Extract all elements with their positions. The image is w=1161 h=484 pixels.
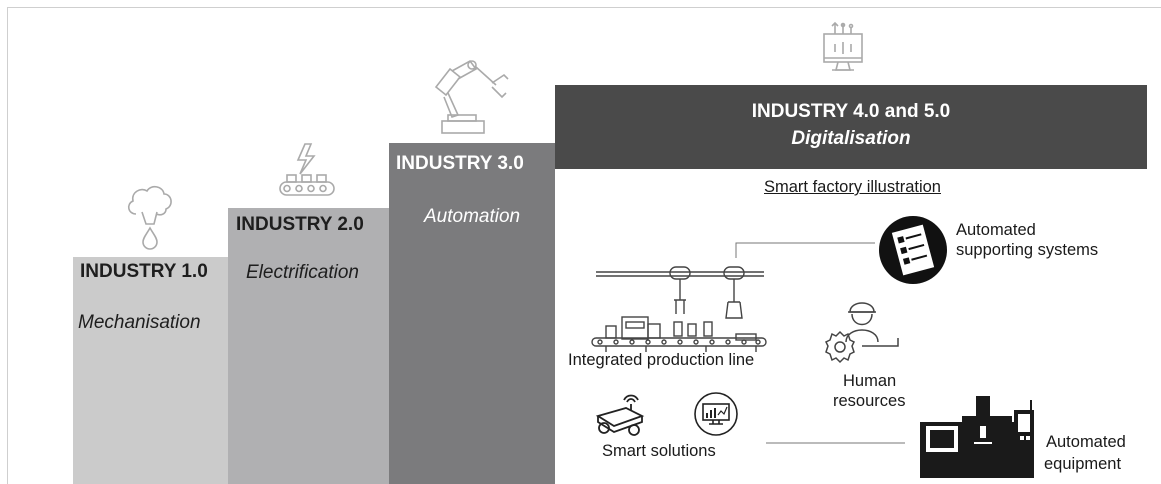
industry-1-title: INDUSTRY 1.0 (80, 261, 208, 282)
industry-3-subtitle: Automation (424, 206, 521, 227)
digital-monitor-icon (823, 21, 863, 71)
label-human-line2: resources (833, 392, 906, 410)
industry-2-title: INDUSTRY 2.0 (236, 214, 364, 235)
label-supporting-line2: supporting systems (956, 241, 1099, 259)
robot-arm-icon (434, 59, 509, 134)
cnc-machine-icon (920, 396, 1034, 478)
industry-2-step (228, 208, 389, 484)
worker-gear-icon (824, 302, 899, 364)
industry-4-header-bar (555, 85, 1147, 169)
label-smart-solutions: Smart solutions (602, 442, 716, 460)
conveyor-bolt-icon (279, 143, 335, 196)
dashboard-screen-icon (694, 392, 738, 436)
frame-left-border (7, 7, 8, 484)
label-equipment-line2: equipment (1044, 455, 1122, 473)
label-supporting-line1: Automated (956, 221, 1036, 239)
frame-top-border (7, 7, 1161, 8)
smart-factory-title: Smart factory illustration (764, 178, 941, 196)
industry-4-subtitle: Digitalisation (791, 128, 911, 149)
agv-robot-icon (595, 394, 645, 436)
industry-1-subtitle: Mechanisation (78, 312, 201, 333)
industry-1-step (73, 257, 228, 484)
industry-2-subtitle: Electrification (246, 262, 359, 283)
production-line-icon (591, 266, 767, 352)
industry-3-title: INDUSTRY 3.0 (396, 153, 524, 174)
cloud-drop-icon (127, 185, 172, 250)
label-production-line: Integrated production line (568, 351, 755, 369)
label-equipment-line1: Automated (1046, 433, 1126, 451)
checklist-icon (879, 216, 947, 284)
label-human-line1: Human (843, 372, 897, 390)
industry-3-step (389, 143, 555, 484)
industry-4-title: INDUSTRY 4.0 and 5.0 (751, 101, 951, 122)
